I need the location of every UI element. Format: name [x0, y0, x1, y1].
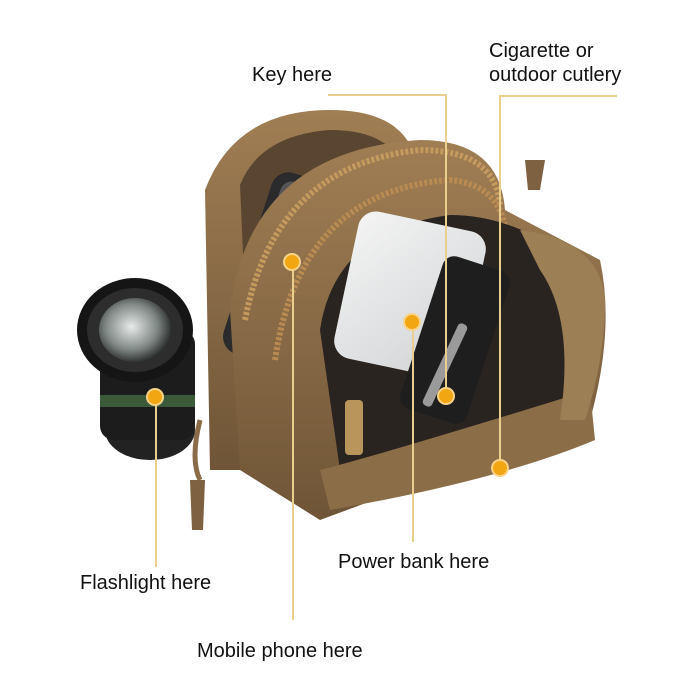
cigarette-label-line1: Cigarette or	[489, 40, 594, 62]
cigarette-connector-horizontal	[499, 95, 617, 97]
power-bank-marker-dot	[403, 313, 421, 331]
flashlight-label: Flashlight here	[80, 572, 212, 594]
cigarette-connector-vertical	[499, 95, 501, 465]
key-connector-horizontal	[328, 94, 446, 96]
cigarette-marker-dot	[491, 459, 509, 477]
phone-marker-dot	[283, 253, 301, 271]
power-bank-label: Power bank here	[338, 551, 490, 573]
key-connector-vertical	[445, 94, 447, 396]
key-label: Key here	[252, 64, 333, 86]
flashlight-connector	[155, 397, 157, 567]
flashlight-marker-dot	[146, 388, 164, 406]
phone-connector	[292, 262, 294, 620]
key-marker-dot	[437, 387, 455, 405]
cigarette-label-line2: outdoor cutlery	[489, 64, 622, 86]
mobile-phone-label: Mobile phone here	[197, 640, 363, 662]
power-bank-connector	[412, 322, 414, 542]
